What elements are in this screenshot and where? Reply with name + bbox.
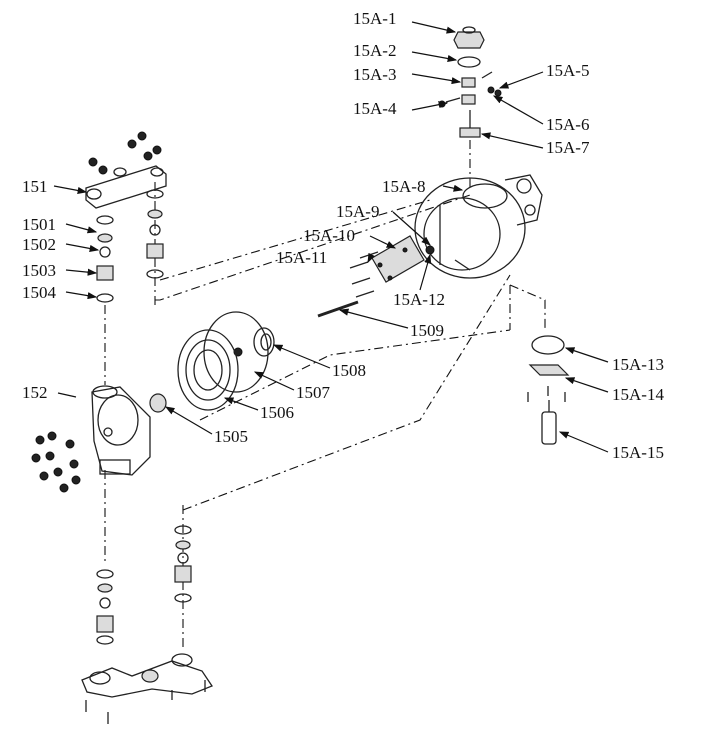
label-15A-11: 15A-11 xyxy=(276,248,327,267)
label-15A-3: 15A-3 xyxy=(353,65,396,84)
label-15A-6: 15A-6 xyxy=(546,115,589,134)
top-valve-assembly xyxy=(438,26,502,138)
label-1504: 1504 xyxy=(22,283,57,302)
plate-15A-7 xyxy=(459,127,481,138)
oring-15A-2 xyxy=(457,56,481,68)
left-chamber-152 xyxy=(91,385,151,476)
manifold-right-ring-stack xyxy=(146,189,164,279)
block-15A-3 xyxy=(461,77,476,88)
assembly-centerlines xyxy=(104,140,546,650)
label-1509: 1509 xyxy=(410,321,444,340)
cap-15A-1 xyxy=(453,31,485,49)
pilot-plate xyxy=(349,235,435,298)
shaft-1509 xyxy=(317,300,359,318)
top-manifold-151 xyxy=(85,131,167,209)
label-15A-10: 15A-10 xyxy=(303,226,355,245)
label-1507: 1507 xyxy=(296,383,331,402)
lower-left-ring-stack xyxy=(96,569,114,645)
label-15A-7: 15A-7 xyxy=(546,138,590,157)
label-152: 152 xyxy=(22,383,48,402)
callout-labels: 15A-1 15A-2 15A-3 15A-4 15A-5 15A-6 15A-… xyxy=(22,9,664,462)
label-1508: 1508 xyxy=(332,361,366,380)
leader-lines xyxy=(53,21,609,453)
diaphragm-1507 xyxy=(203,311,269,393)
label-1505: 1505 xyxy=(214,427,248,446)
label-15A-15: 15A-15 xyxy=(612,443,664,462)
label-15A-13: 15A-13 xyxy=(612,355,664,374)
bottom-manifold xyxy=(81,653,213,724)
diaphragm-1506 xyxy=(177,329,239,411)
plate-1505 xyxy=(149,393,167,413)
label-15A-5: 15A-5 xyxy=(546,61,589,80)
label-1503: 1503 xyxy=(22,261,56,280)
label-15A-9: 15A-9 xyxy=(336,202,379,221)
label-151: 151 xyxy=(22,177,48,196)
lower-valve-assembly xyxy=(527,335,570,445)
label-15A-14: 15A-14 xyxy=(612,385,664,404)
label-15A-12: 15A-12 xyxy=(393,290,445,309)
loose-nuts xyxy=(31,431,81,493)
label-15A-1: 15A-1 xyxy=(353,9,396,28)
label-1501: 1501 xyxy=(22,215,56,234)
label-1502: 1502 xyxy=(22,235,56,254)
label-15A-4: 15A-4 xyxy=(353,99,397,118)
diaphragm-stack xyxy=(149,311,275,413)
label-15A-8: 15A-8 xyxy=(382,177,425,196)
left-ring-stack xyxy=(96,215,114,303)
plate-1508 xyxy=(253,327,275,357)
center-housing xyxy=(414,174,543,279)
lower-right-ring-stack xyxy=(174,525,192,603)
label-1506: 1506 xyxy=(260,403,294,422)
label-15A-2: 15A-2 xyxy=(353,41,396,60)
